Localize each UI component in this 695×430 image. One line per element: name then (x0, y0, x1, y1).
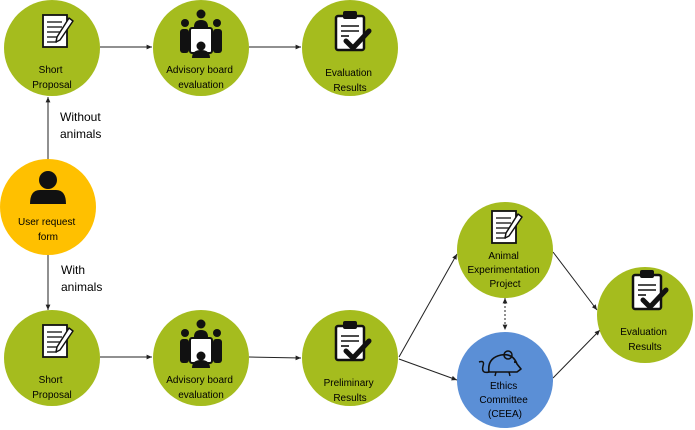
svg-text:User request form: User request form (18, 217, 78, 243)
node-animal-experimentation-project: Animal Experimentation Project (457, 202, 553, 298)
node-short-proposal-bottom: Short Proposal (4, 310, 100, 406)
node-evaluation-final: Evaluation Results (597, 267, 693, 363)
node-advisory-top: Advisory board evaluation (153, 0, 249, 96)
svg-text:Evaluation Results: Evaluation Results (620, 327, 669, 353)
node-user-request: User request form (0, 159, 96, 255)
edge-animal-project-to-evaluation (552, 251, 598, 311)
node-advisory-bottom: Advisory board evaluation (153, 310, 249, 406)
edge-preliminary-to-ethics (398, 358, 458, 381)
edge-advisory-to-preliminary (248, 355, 302, 361)
svg-text:Evaluation Results: Evaluation Results (325, 68, 374, 94)
label-without-animals: Without animals (60, 110, 104, 141)
svg-text:Advisory board evaluatio: Advisory board evaluation (166, 375, 235, 401)
svg-text:Short Proposal: Short Proposal (32, 65, 71, 91)
svg-text:Animal Experimentation: Animal Experimentation Project (467, 251, 542, 290)
node-preliminary-results: Preliminary Results (302, 310, 398, 406)
edge-ethics-to-evaluation (552, 329, 601, 379)
clipboard-check-icon (336, 11, 369, 50)
svg-text:Ethics Committee (: Ethics Committee (CEEA) (479, 381, 530, 420)
node-evaluation-top: Evaluation Results (302, 0, 398, 96)
node-short-proposal-top: Short Proposal (4, 0, 100, 96)
edges (45, 44, 601, 381)
svg-text:Advisory board evaluatio: Advisory board evaluation (166, 65, 235, 91)
clipboard-check-icon (336, 321, 369, 360)
svg-text:Short Proposal: Short Proposal (32, 375, 71, 401)
svg-text:Preliminary Results: Preliminary Results (324, 378, 377, 404)
clipboard-check-icon (633, 270, 666, 309)
edge-preliminary-to-animal-project (398, 253, 458, 358)
node-ethics-committee: Ethics Committee (CEEA) (457, 332, 553, 428)
label-with-animals: With animals (61, 263, 102, 294)
